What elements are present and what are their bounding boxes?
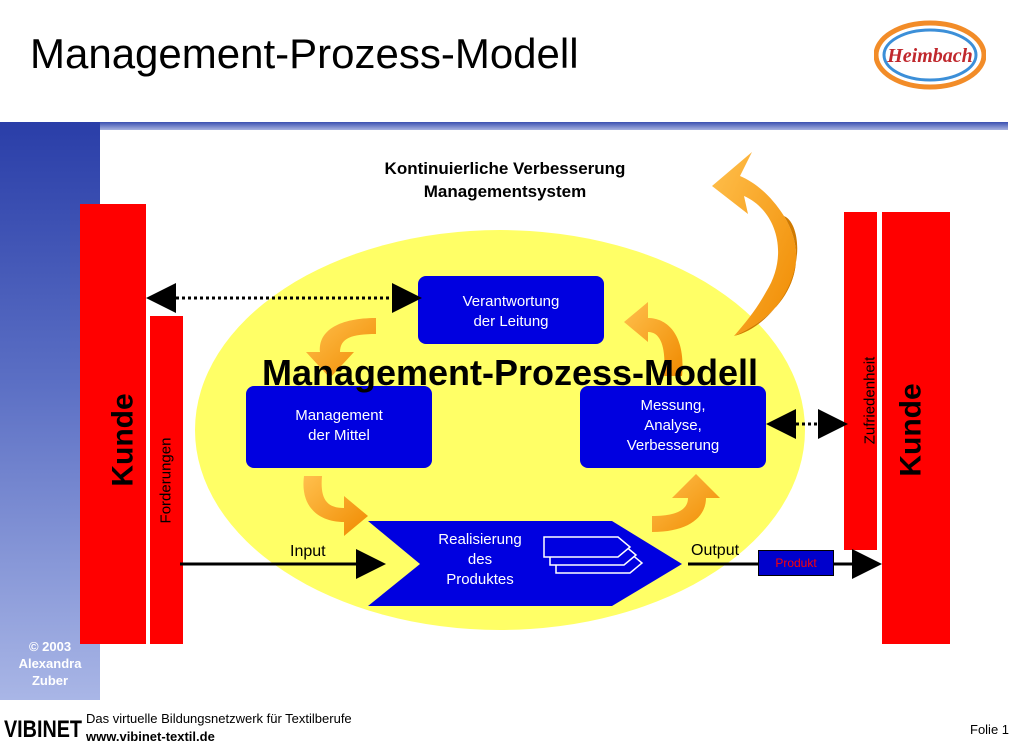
arrow-left-to-bottom xyxy=(303,476,368,536)
svg-text:VIBINET: VIBINET xyxy=(4,716,82,743)
slide-number: Folie 1 xyxy=(970,722,1010,737)
header-rule xyxy=(100,122,1008,130)
box-management-mittel xyxy=(246,386,432,468)
logo-text: Heimbach xyxy=(886,45,973,67)
heimbach-logo: Heimbach xyxy=(874,20,986,90)
footer-text: Das virtuelle Bildungsnetzwerk für Texti… xyxy=(86,710,352,746)
box-left-label: Management der Mittel xyxy=(295,407,383,444)
box-messung xyxy=(580,386,766,468)
diagram-center-title: Management-Prozess-Modell xyxy=(261,352,759,393)
box-bottom-label: Realisierung des Produktes xyxy=(438,531,522,588)
page-title: Management-Prozess-Modell xyxy=(30,30,579,77)
output-label: Output xyxy=(691,542,740,559)
improvement-arrow xyxy=(712,152,797,336)
box-right-label: Messung, Analyse, Verbesserung xyxy=(626,397,720,454)
produkt-box: Produkt xyxy=(758,550,834,576)
zufriedenheit-label: Zufriedenheit xyxy=(861,356,879,444)
kunde-left-bar xyxy=(80,204,146,644)
diagram-heading: Kontinuierliche Verbesserung Managements… xyxy=(384,159,626,201)
kunde-right-bar xyxy=(882,212,950,644)
forderungen-bar xyxy=(150,316,183,644)
footer-url[interactable]: www.vibinet-textil.de xyxy=(86,729,215,744)
arrow-bottom-to-right xyxy=(652,474,720,532)
forderungen-label: Forderungen xyxy=(157,437,175,523)
input-label: Input xyxy=(290,543,326,560)
vibinet-logo: VIBINET xyxy=(2,714,84,743)
copyright-text: © 2003 Alexandra Zuber xyxy=(18,639,82,688)
footer-line1: Das virtuelle Bildungsnetzwerk für Texti… xyxy=(86,711,352,726)
zufriedenheit-bar xyxy=(844,212,877,550)
arrow-right-to-top xyxy=(624,302,683,376)
box-top-label: Verantwortung der Leitung xyxy=(462,293,560,330)
box-verantwortung xyxy=(418,276,604,344)
arrow-top-to-left xyxy=(306,318,376,378)
